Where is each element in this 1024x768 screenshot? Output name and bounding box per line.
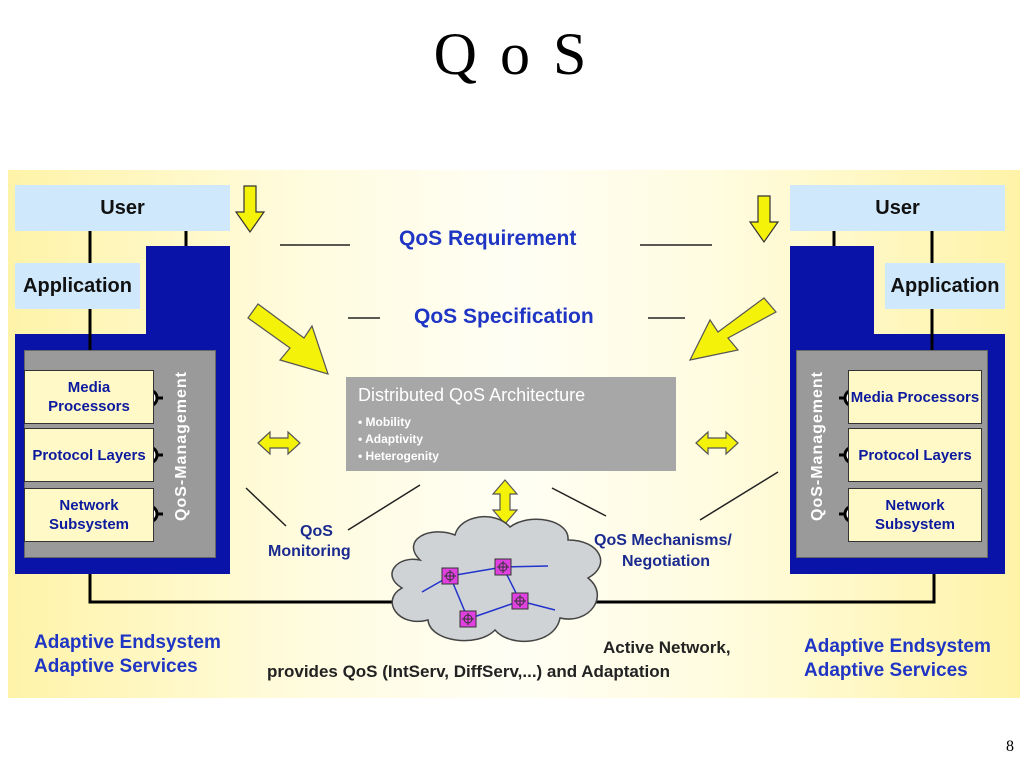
- network-cloud-icon: [391, 516, 602, 643]
- label-dash-lines: [245, 244, 779, 531]
- down-arrow-icon: [234, 185, 780, 244]
- right-application-box: Application: [885, 263, 1005, 309]
- right-user-lines: [832, 231, 934, 350]
- left-user-lines: [88, 231, 188, 350]
- diagonal-arrow-icon: [247, 297, 777, 375]
- active-network-line1: Active Network,: [603, 638, 731, 657]
- right-caption-line2: Adaptive Services: [804, 660, 968, 681]
- architecture-item-mobility: • Mobility: [358, 415, 411, 429]
- left-media-processors: Media Processors: [24, 370, 154, 424]
- double-arrow-icon: [257, 430, 739, 456]
- active-network-line2: provides QoS (IntServ, DiffServ,...) and…: [267, 662, 671, 681]
- right-user-box: User: [790, 185, 1005, 231]
- right-protocol-layers: Protocol Layers: [848, 428, 982, 482]
- qos-monitoring-line1: QoS: [300, 523, 333, 540]
- vertical-double-arrow-icon: [491, 479, 519, 525]
- left-caption-line1: Adaptive Endsystem: [34, 632, 221, 653]
- architecture-item-heterogenity: • Heterogenity: [358, 449, 439, 463]
- slide-title: Q o S: [433, 21, 591, 87]
- left-qos-management-label: QoS-Management: [173, 370, 190, 521]
- left-user-box: User: [15, 185, 230, 231]
- qos-mechanisms-line1: QoS Mechanisms/: [594, 532, 732, 549]
- right-qos-management-label: QoS-Management: [809, 370, 826, 521]
- left-application-box: Application: [15, 263, 140, 309]
- architecture-item-adaptivity: • Adaptivity: [358, 432, 424, 446]
- architecture-box: Distributed QoS Architecture • Mobility …: [346, 377, 676, 471]
- qos-specification-label: QoS Specification: [414, 305, 594, 328]
- left-protocol-layers: Protocol Layers: [24, 428, 154, 482]
- qos-mechanisms-line2: Negotiation: [622, 553, 710, 570]
- left-network-subsystem: Network Subsystem: [24, 488, 154, 542]
- right-network-subsystem: Network Subsystem: [848, 488, 982, 542]
- right-media-processors: Media Processors: [848, 370, 982, 424]
- page-number: 8: [1006, 738, 1014, 755]
- right-caption-line1: Adaptive Endsystem: [804, 636, 991, 657]
- qos-monitoring-line2: Monitoring: [268, 543, 351, 560]
- architecture-title: Distributed QoS Architecture: [358, 385, 586, 405]
- left-caption-line2: Adaptive Services: [34, 656, 198, 677]
- qos-requirement-label: QoS Requirement: [399, 227, 577, 250]
